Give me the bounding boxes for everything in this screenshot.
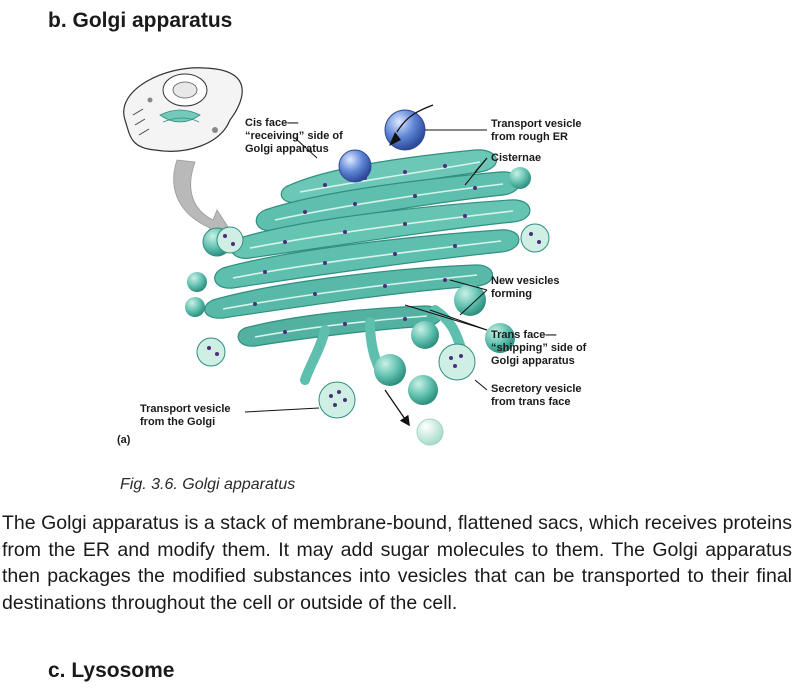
secretory-vesicle bbox=[438, 343, 476, 381]
cell-thumbnail bbox=[123, 67, 243, 152]
label-cis-2: “receiving” side of bbox=[245, 130, 343, 142]
label-trans-3: Golgi apparatus bbox=[491, 355, 575, 367]
label-panel: (a) bbox=[117, 434, 131, 446]
vesicles bbox=[185, 109, 550, 446]
label-secretory-1: Secretory vesicle bbox=[491, 383, 582, 395]
label-transport-er-2: from rough ER bbox=[491, 131, 568, 143]
label-cisternae: Cisternae bbox=[491, 152, 541, 164]
golgi-figure: Cis face— “receiving” side of Golgi appa… bbox=[105, 60, 635, 460]
label-transport-golgi-2: from the Golgi bbox=[140, 416, 215, 428]
section-heading-golgi: b. Golgi apparatus bbox=[48, 9, 233, 32]
label-new-vesicles-1: New vesicles bbox=[491, 275, 560, 287]
label-trans-2: “shipping” side of bbox=[491, 342, 587, 354]
golgi-diagram: Cis face— “receiving” side of Golgi appa… bbox=[117, 67, 587, 446]
zoom-arrow bbox=[173, 159, 231, 239]
golgi-stack bbox=[204, 149, 531, 385]
label-new-vesicles-2: forming bbox=[491, 288, 532, 300]
label-transport-golgi-1: Transport vesicle bbox=[140, 403, 231, 415]
leader-lines bbox=[244, 129, 488, 413]
section-heading-lysosome: c. Lysosome bbox=[48, 659, 175, 682]
label-secretory-2: from trans face bbox=[491, 396, 570, 408]
label-cis-3: Golgi apparatus bbox=[245, 143, 329, 155]
label-cis-1: Cis face— bbox=[245, 117, 298, 129]
figure-labels: Cis face— “receiving” side of Golgi appa… bbox=[117, 117, 587, 446]
figure-caption: Fig. 3.6. Golgi apparatus bbox=[120, 476, 296, 493]
label-trans-1: Trans face— bbox=[491, 329, 556, 341]
label-transport-er-1: Transport vesicle bbox=[491, 118, 582, 130]
transport-vesicle-golgi bbox=[318, 381, 356, 419]
body-paragraph: The Golgi apparatus is a stack of membra… bbox=[2, 512, 792, 614]
